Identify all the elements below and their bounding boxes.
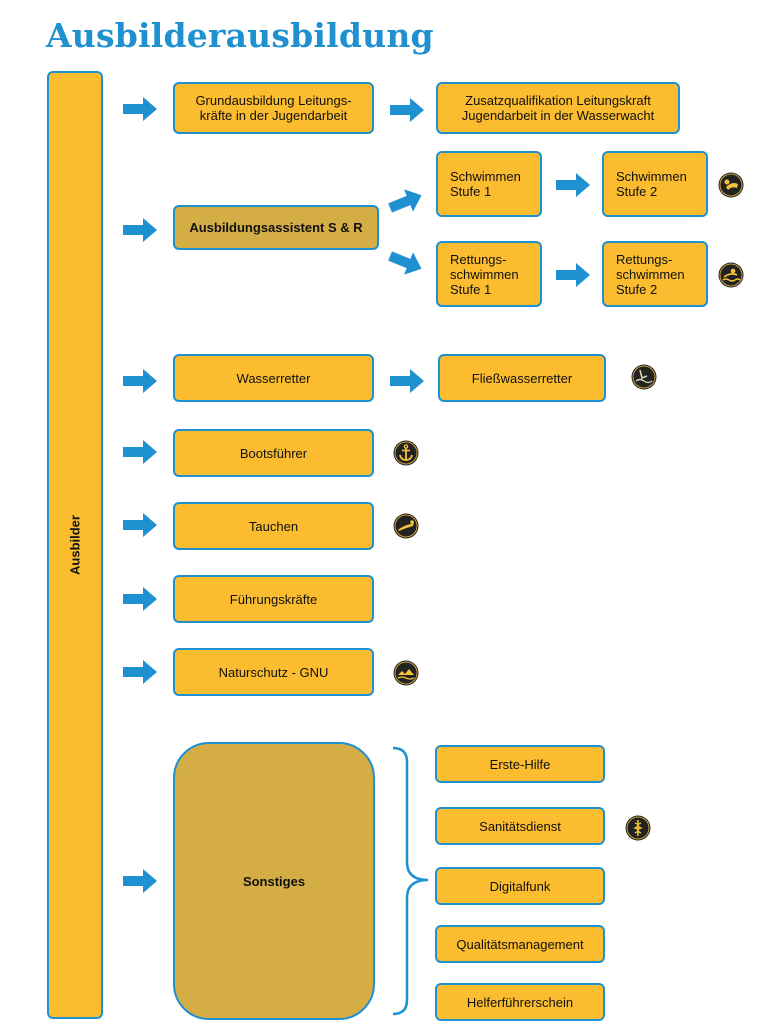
arrow-sonstiges xyxy=(123,869,157,893)
anchor-icon xyxy=(393,440,419,466)
arrow-wasserretter xyxy=(123,369,157,393)
arrow-bootsfuehrer xyxy=(123,440,157,464)
box-bootsfuehrer[interactable]: Bootsführer xyxy=(173,429,374,477)
box-ausbildungsassistent[interactable]: Ausbildungsassistent S & R xyxy=(173,205,379,250)
arrow-fliess xyxy=(390,369,424,393)
arrow-diag-down xyxy=(385,244,427,280)
arrow-grundausbildung xyxy=(123,97,157,121)
box-erste-hilfe[interactable]: Erste-Hilfe xyxy=(435,745,605,783)
box-tauchen[interactable]: Tauchen xyxy=(173,502,374,550)
box-sonstiges[interactable]: Sonstiges xyxy=(173,742,375,1020)
box-sanitaetsdienst[interactable]: Sanitätsdienst xyxy=(435,807,605,845)
box-rettungsschwimmen-stufe-1[interactable]: Rettungs- schwimmen Stufe 1 xyxy=(436,241,542,307)
arrow-rettung xyxy=(556,263,590,287)
box-grundausbildung[interactable]: Grundausbildung Leitungs- kräfte in der … xyxy=(173,82,374,134)
arrow-fuehrungskraefte xyxy=(123,587,157,611)
box-schwimmen-stufe-1[interactable]: Schwimmen Stufe 1 xyxy=(436,151,542,217)
box-zusatzqualifikation[interactable]: Zusatzqualifikation Leitungskraft Jugend… xyxy=(436,82,680,134)
swimmer-icon xyxy=(718,172,744,198)
rescue-swimmer-icon xyxy=(718,262,744,288)
box-naturschutz[interactable]: Naturschutz - GNU xyxy=(173,648,374,696)
box-qualitaetsmanagement[interactable]: Qualitätsmanagement xyxy=(435,925,605,963)
caduceus-icon xyxy=(625,815,651,841)
arrow-diag-up xyxy=(385,184,427,220)
arrow-zusatz xyxy=(390,98,424,122)
box-rettungsschwimmen-stufe-2[interactable]: Rettungs- schwimmen Stufe 2 xyxy=(602,241,708,307)
box-helferfuehrerschein[interactable]: Helferführerschein xyxy=(435,983,605,1021)
nature-icon xyxy=(393,660,419,686)
box-digitalfunk[interactable]: Digitalfunk xyxy=(435,867,605,905)
arrow-tauchen xyxy=(123,513,157,537)
ausbilder-column: Ausbilder xyxy=(47,71,103,1019)
sonstiges-bracket xyxy=(392,746,429,1016)
arrow-schwimmen xyxy=(556,173,590,197)
diver-icon xyxy=(393,513,419,539)
arrow-assistent xyxy=(123,218,157,242)
arrow-naturschutz xyxy=(123,660,157,684)
box-schwimmen-stufe-2[interactable]: Schwimmen Stufe 2 xyxy=(602,151,708,217)
box-fuehrungskraefte[interactable]: Führungskräfte xyxy=(173,575,374,623)
box-fliesswasserretter[interactable]: Fließwasserretter xyxy=(438,354,606,402)
flood-rescue-icon xyxy=(631,364,657,390)
box-wasserretter[interactable]: Wasserretter xyxy=(173,354,374,402)
page-title: Ausbilderausbildung xyxy=(46,16,434,55)
